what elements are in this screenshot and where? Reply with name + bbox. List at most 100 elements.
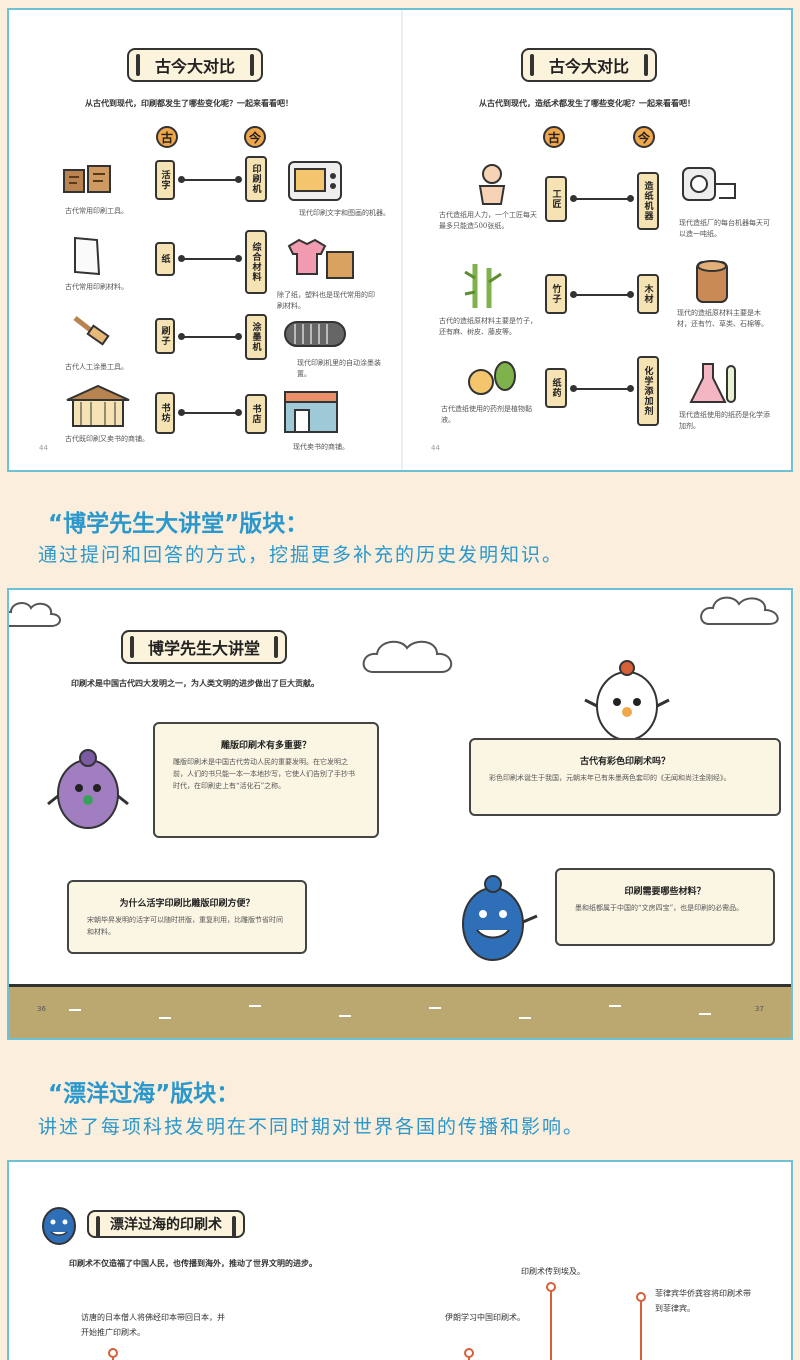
book-spine: [401, 10, 403, 470]
connector: [570, 291, 634, 298]
caption: 现代卖书的商铺。: [293, 443, 349, 451]
page-number: 36: [37, 1005, 46, 1013]
brush-icon: [73, 316, 110, 346]
page-number: 44: [431, 444, 440, 452]
qa-question: 雕版印刷术有多重要？: [220, 741, 311, 751]
overseas-title: 漂洋过海的印刷术: [87, 1210, 245, 1238]
connector: [178, 409, 242, 416]
ground-strip: 36 37: [9, 984, 791, 1038]
connector: [178, 333, 242, 340]
caption: 古代造纸使用的药剂是植物黏液。: [441, 405, 532, 424]
connector: [570, 385, 634, 392]
connector: [570, 195, 634, 202]
overseas-intro: 印刷术不仅造福了中国人民，也传播到海外，推动了世界文明的进步。: [69, 1259, 317, 1268]
printer-icon: [288, 161, 342, 201]
tag-chemical-additive: 化学添加剂: [637, 356, 659, 426]
section-heading: “漂洋过海”版块：: [48, 1081, 240, 1107]
tag-paper-machine: 造纸机器: [637, 172, 659, 230]
caption: 除了纸，塑料也是现代常用的印刷材料。: [277, 291, 375, 310]
timeline-event-iran: 伊朗学习中国印刷术。: [445, 1313, 525, 1322]
caption: 现代造纸使用的纸药是化学添加剂。: [679, 411, 770, 430]
plant-herb-icon: [468, 361, 516, 395]
craftsman-icon: [478, 164, 506, 205]
bookshop-icon: [66, 384, 130, 427]
caption: 现代印刷机里的自动涂墨装置。: [297, 359, 381, 378]
tag-craftsman: 工匠: [545, 176, 567, 222]
tag-paper: 纸: [155, 242, 175, 276]
caption: 现代造纸厂的每台机器每天可以造一吨纸。: [679, 219, 770, 238]
purple-mascot-icon: [47, 749, 129, 829]
qa-answer: 彩色印刷术诞生于我国，元朝末年已有朱墨两色套印的《无闻和尚注金刚经》。: [489, 774, 731, 782]
lecture-panel: 博学先生大讲堂 印刷术是中国古代四大发明之一，为人类文明的进步做出了巨大贡献。 …: [7, 588, 793, 1040]
tag-inking-machine: 涂墨机: [245, 314, 267, 360]
lecture-intro: 印刷术是中国古代四大发明之一，为人类文明的进步做出了巨大贡献。: [71, 679, 319, 688]
caption: 古代常用印刷工具。: [65, 207, 128, 215]
overseas-panel: 漂洋过海的印刷术 印刷术不仅造福了中国人民，也传播到海外，推动了世界文明的进步。…: [7, 1160, 793, 1360]
ancient-label: 古: [156, 126, 178, 148]
ancient-label: 古: [543, 126, 565, 148]
flask-icon: [689, 363, 736, 403]
qa-answer: 宋朝毕昇发明的活字可以随时拼版，重复利用，比雕版节省时间和材料。: [87, 916, 283, 936]
timeline-event-philippines: 菲律宾华侨龚容将印刷术带到菲律宾。: [655, 1289, 751, 1313]
timeline-dot: [546, 1282, 556, 1292]
section-heading: “博学先生大讲堂”版块：: [48, 511, 309, 537]
bamboo-icon: [464, 264, 502, 308]
caption: 古代既印刷又卖书的商铺。: [65, 435, 149, 443]
wood-log-icon: [696, 260, 728, 303]
egg-mascot-icon: [584, 660, 670, 741]
caption: 古代的造纸原材料主要是竹子，还有麻、树皮、藤皮等。: [439, 317, 537, 336]
blue-mascot-icon: [42, 1207, 76, 1245]
page-number: 37: [755, 1005, 764, 1013]
movable-type-icon: [63, 165, 111, 193]
qa-note: 古代有彩色印刷术吗？ 彩色印刷术诞生于我国，元朝末年已有朱墨两色套印的《无闻和尚…: [469, 738, 781, 816]
qa-answer: 雕版印刷术是中国古代劳动人民的重要发明。在它发明之前，人们的书只能一本一本地抄写…: [173, 758, 355, 790]
comparison-panel: 古今大对比 从古代到现代，印刷都发生了哪些变化呢？一起来看看吧！ 古 今 古代常…: [7, 8, 793, 472]
timeline-line: [640, 1298, 642, 1360]
tag-paper-medicine: 纸药: [545, 368, 567, 408]
page-number: 44: [39, 444, 48, 452]
timeline-dot: [636, 1292, 646, 1302]
timeline-event-japan: 访唐的日本僧人将佛经印本带回日本，并开始推广印刷术。: [81, 1313, 225, 1337]
tag-printing-machine: 印刷机: [245, 156, 267, 202]
modern-label: 今: [633, 126, 655, 148]
timeline-dot: [464, 1348, 474, 1358]
blue-mascot-icon: [462, 875, 538, 961]
connector: [178, 176, 242, 183]
timeline-dot: [108, 1348, 118, 1358]
tag-composite-material: 综合材料: [245, 230, 267, 294]
lecture-title: 博学先生大讲堂: [121, 630, 287, 664]
qa-note: 雕版印刷术有多重要？ 雕版印刷术是中国古代劳动人民的重要发明。在它发明之前，人们…: [153, 722, 379, 838]
paper-machine-icon: [682, 167, 736, 201]
qa-note: 为什么活字印刷比雕版印刷方便？ 宋朝毕昇发明的活字可以随时拼版，重复利用，比雕版…: [67, 880, 307, 954]
qa-question: 古代有彩色印刷术吗？: [579, 757, 670, 767]
left-page-title: 古今大对比: [127, 48, 263, 82]
caption: 古代常用印刷材料。: [65, 283, 128, 291]
left-page-intro: 从古代到现代，印刷都发生了哪些变化呢？一起来看看吧！: [85, 99, 293, 108]
caption: 古代人工涂墨工具。: [65, 363, 128, 371]
qa-note: 印刷需要哪些材料？ 墨和纸都属于中国的“文房四宝”，也是印刷的必需品。: [555, 868, 775, 946]
qa-answer: 墨和纸都属于中国的“文房四宝”，也是印刷的必需品。: [575, 904, 744, 912]
qa-question: 印刷需要哪些材料？: [624, 887, 706, 897]
cloud-icon: [700, 596, 779, 625]
right-page-title: 古今大对比: [521, 48, 657, 82]
timeline-line: [550, 1286, 552, 1360]
bookstore-icon: [284, 391, 338, 433]
section-subheading: 通过提问和回答的方式，挖掘更多补充的历史发明知识。: [38, 544, 564, 566]
right-page-intro: 从古代到现代，造纸术都发生了哪些变化呢？一起来看看吧！: [479, 99, 695, 108]
tag-brush: 刷子: [155, 318, 175, 354]
inking-roller-icon: [284, 321, 346, 347]
cloud-icon: [362, 640, 452, 673]
tag-bookstore: 书店: [245, 394, 267, 434]
tag-bamboo: 竹子: [545, 274, 567, 314]
caption: 现代的造纸原材料主要是木材，还有竹、草类、石棉等。: [677, 309, 768, 328]
modern-label: 今: [244, 126, 266, 148]
caption: 现代印刷文字和图画的机器。: [299, 209, 390, 217]
materials-icon: [287, 238, 354, 279]
section-subheading: 讲述了每项科技发明在不同时期对世界各国的传播和影响。: [38, 1116, 585, 1138]
caption: 古代造纸用人力，一个工匠每天最多只能造500张纸。: [439, 211, 537, 230]
timeline-event-egypt: 印刷术传到埃及。: [521, 1267, 585, 1276]
paper-icon: [74, 236, 101, 276]
tag-wood: 木材: [637, 274, 659, 314]
connector: [178, 255, 242, 262]
qa-question: 为什么活字印刷比雕版印刷方便？: [119, 899, 255, 909]
